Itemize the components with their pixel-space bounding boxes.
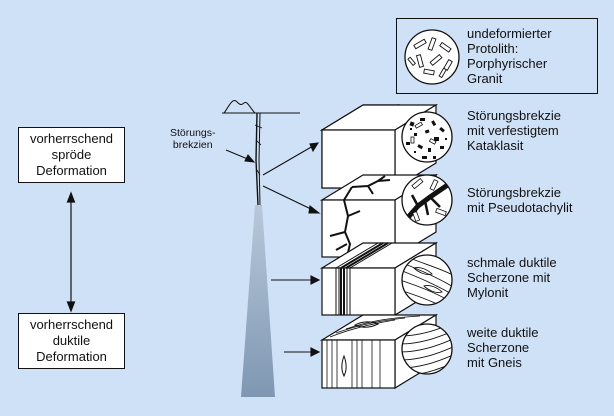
brittle-deformation-box: vorherrschend spröde Deformation <box>18 127 125 183</box>
protolith-legend-box <box>396 18 598 94</box>
protolith-line-1: undeformierter <box>467 26 552 41</box>
mylonit-line-2: Scherzone mit <box>467 270 551 285</box>
gneis-line-3: mit Gneis <box>467 355 522 370</box>
inset-protolith <box>404 29 460 85</box>
fault-label-line-2: brekzien <box>172 139 213 151</box>
kataklasit-label: Störungsbrekzie mit verfestigtem Katakla… <box>467 108 561 153</box>
fault-label-line-1: Störungs- <box>170 127 216 139</box>
kataklasit-line-2: mit verfestigtem <box>467 123 559 138</box>
brittle-line-1: vorherrschend <box>29 131 114 146</box>
pseudotachylit-line-2: mit Pseudotachylit <box>467 200 573 215</box>
brittle-line-2: spröde <box>51 147 92 162</box>
mylonit-line-1: schmale duktile <box>467 255 557 270</box>
ductile-deformation-box: vorherrschend duktile Deformation <box>18 313 125 369</box>
pseudotachylit-veins <box>329 175 391 258</box>
brittle-line-3: Deformation <box>36 163 107 178</box>
label-pointer-arrow <box>225 149 256 163</box>
fault-breccia-label: Störungs- brekzien <box>170 127 216 151</box>
protolith-line-4: Granit <box>467 71 503 86</box>
kataklasit-line-1: Störungsbrekzie <box>467 108 561 123</box>
fault-zone-profile <box>222 99 300 397</box>
protolith-line-2: Protolith: <box>467 41 519 56</box>
block-arrows <box>262 142 321 357</box>
gneis-label: weite duktile Scherzone mit Gneis <box>467 325 539 370</box>
mylonit-foliation <box>335 242 393 315</box>
pseudotachylit-label: Störungsbrekzie mit Pseudotachylit <box>467 185 573 215</box>
ductile-line-2: duktile <box>52 333 91 348</box>
gneis-line-1: weite duktile <box>467 325 539 340</box>
ductile-line-1: vorherrschend <box>29 317 114 332</box>
inset-kataklasit <box>401 111 453 163</box>
pseudotachylit-line-1: Störungsbrekzie <box>467 185 561 200</box>
protolith-line-3: Porphyrischer <box>467 56 548 71</box>
mylonit-line-3: Mylonit <box>467 285 509 300</box>
protolith-label: undeformierter Protolith: Porphyrischer … <box>467 26 552 86</box>
kataklasit-line-3: Kataklasit <box>467 138 524 153</box>
double-arrow <box>66 191 76 313</box>
mylonit-label: schmale duktile Scherzone mit Mylonit <box>467 255 557 300</box>
gneis-line-2: Scherzone <box>467 340 530 355</box>
gneis-foliation <box>326 315 421 388</box>
ductile-line-3: Deformation <box>36 349 107 364</box>
inset-pseudotachylit <box>401 174 453 226</box>
